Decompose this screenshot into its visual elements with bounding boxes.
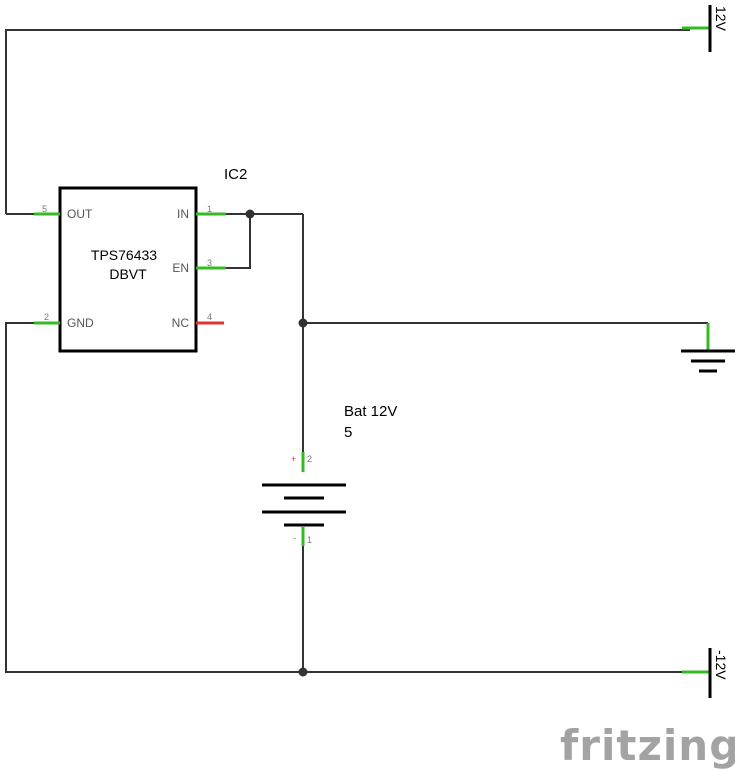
pin-nc-number: 4 bbox=[207, 312, 212, 322]
junction-bottom bbox=[298, 667, 308, 677]
ic-body bbox=[58, 186, 198, 353]
power-label-12v[interactable]: 12V bbox=[682, 5, 729, 52]
pin-en-label: EN bbox=[172, 261, 189, 275]
battery-negative-number: 1 bbox=[307, 535, 312, 545]
battery-bat-12v[interactable]: Bat 12V 5 + 2 - 1 bbox=[262, 403, 397, 546]
battery-positive-sign: + bbox=[291, 454, 296, 464]
pin-gnd-label: GND bbox=[67, 316, 94, 330]
pin-gnd-number: 2 bbox=[44, 312, 49, 322]
pin-out-label: OUT bbox=[67, 207, 93, 221]
battery-value: 5 bbox=[344, 424, 352, 441]
wire-en-loop[interactable] bbox=[226, 214, 251, 269]
ic-part-line1: TPS76433 bbox=[91, 247, 157, 263]
junction-ground bbox=[298, 318, 308, 328]
wire-gnd-to-neg12v[interactable] bbox=[5, 322, 690, 673]
fritzing-logo: fritzing bbox=[560, 721, 735, 770]
ic-part-line2: DBVT bbox=[109, 266, 147, 282]
power-12v-text: 12V bbox=[713, 6, 729, 32]
pin-in-number: 1 bbox=[207, 204, 212, 214]
pin-out-number: 5 bbox=[42, 204, 47, 214]
battery-negative-sign: - bbox=[293, 533, 296, 543]
ic-reference: IC2 bbox=[224, 166, 247, 183]
pin-en-number: 3 bbox=[207, 258, 212, 268]
power-label-neg12v[interactable]: -12V bbox=[682, 648, 729, 698]
power-neg12v-text: -12V bbox=[713, 650, 729, 680]
ground-symbol[interactable] bbox=[681, 323, 735, 373]
pin-nc-label: NC bbox=[172, 316, 190, 330]
battery-positive-number: 2 bbox=[307, 454, 312, 464]
pin-in-label: IN bbox=[177, 207, 189, 221]
wire-out-to-12v[interactable] bbox=[5, 29, 690, 214]
battery-name: Bat 12V bbox=[344, 403, 397, 420]
ic2-regulator[interactable]: IC2 TPS76433 DBVT 5 OUT 2 GND 1 IN 3 EN … bbox=[34, 166, 247, 353]
wires bbox=[5, 29, 708, 673]
junction-in-en bbox=[245, 209, 255, 219]
